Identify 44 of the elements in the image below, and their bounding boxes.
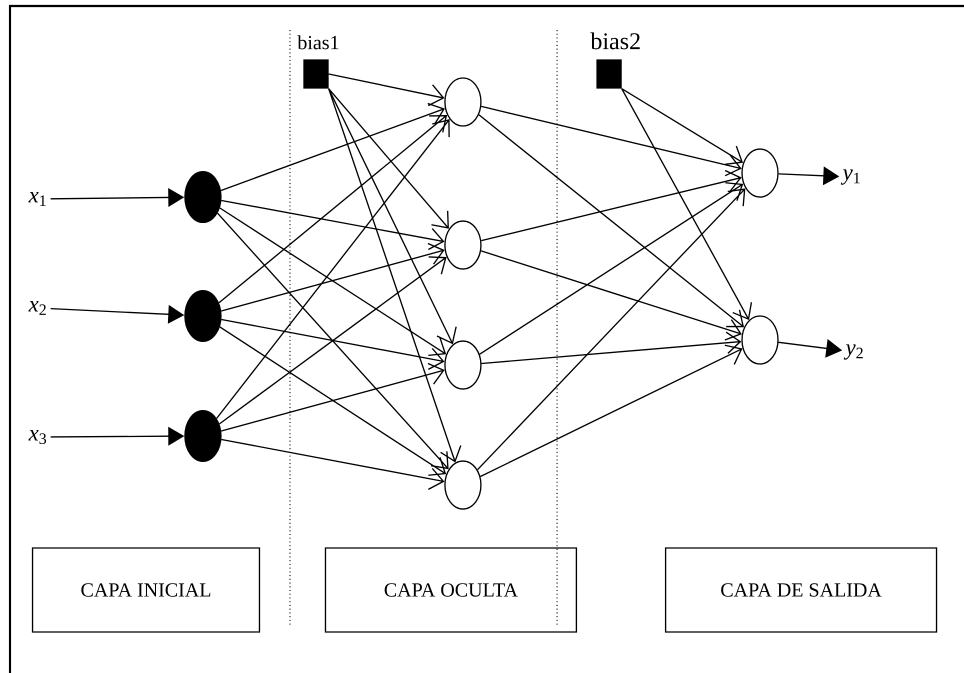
neuron-circle xyxy=(741,148,779,198)
layer-box: CAPA INICIAL xyxy=(32,547,260,633)
arrow xyxy=(221,362,445,432)
arrow xyxy=(221,242,445,312)
bias-square xyxy=(596,59,622,89)
arrow xyxy=(477,188,746,470)
arrow xyxy=(219,256,447,424)
arrow xyxy=(220,207,446,356)
arrow xyxy=(328,88,462,463)
arrow xyxy=(481,106,742,176)
neuron-circle xyxy=(444,220,482,270)
arrow xyxy=(328,73,444,106)
neuron-circle xyxy=(741,315,779,365)
arrow xyxy=(221,200,444,250)
arrow xyxy=(221,318,444,370)
neuron-circle xyxy=(444,340,482,390)
arrow xyxy=(479,182,744,355)
arrow xyxy=(621,88,752,320)
bias-square xyxy=(303,59,329,89)
neuron-circle xyxy=(444,77,482,127)
bias-label: bias2 xyxy=(590,32,640,50)
layer-box: CAPA OCULTA xyxy=(324,547,578,633)
bias-label: bias1 xyxy=(297,35,338,50)
arrow xyxy=(217,212,449,470)
arrow xyxy=(480,344,742,478)
arrow xyxy=(482,332,742,364)
variable-label: y$_{2}$ xyxy=(844,344,863,360)
layer-box: CAPA DE SALIDA xyxy=(664,547,938,633)
arrow xyxy=(481,170,742,242)
arrow xyxy=(328,88,457,344)
arrow xyxy=(221,438,444,490)
neuron-circle xyxy=(444,460,482,510)
variable-label: y$_{1}$ xyxy=(840,169,860,185)
arrow xyxy=(328,88,449,229)
arrow xyxy=(216,119,450,419)
variable-label: x$_{1}$ xyxy=(28,192,46,206)
variable-label: x$_{2}$ xyxy=(28,301,46,315)
arrow xyxy=(220,102,445,192)
arrow xyxy=(478,114,744,328)
arrow xyxy=(621,88,744,165)
variable-label: x$_{3}$ xyxy=(28,430,46,444)
arrow xyxy=(218,115,448,304)
arrow xyxy=(480,250,742,341)
arrow xyxy=(219,326,446,476)
